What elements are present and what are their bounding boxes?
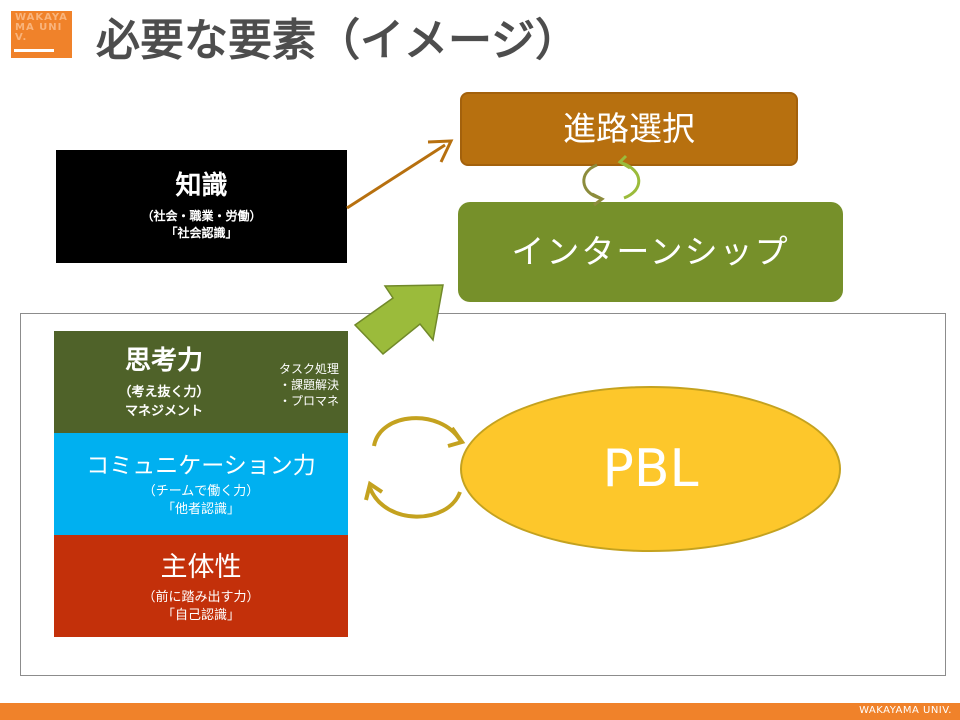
communication-pbl-cycle-icon xyxy=(364,416,466,519)
communication-subtitle: （チームで働く力） 「他者認識」 xyxy=(54,483,348,519)
footer-text: WAKAYAMA UNIV. xyxy=(859,705,952,716)
proactive-line1: （前に踏み出す力） xyxy=(142,590,260,605)
knowledge-line1: （社会・職業・労働） xyxy=(141,209,262,223)
thinking-side2: ・課題解決 xyxy=(279,378,340,392)
logo-text: WAKAYAMA UNIV. xyxy=(15,12,68,43)
page-title: 必要な要素（イメージ） xyxy=(96,15,580,66)
thinking-side-notes: タスク処理 ・課題解決 ・プロマネ xyxy=(279,361,349,409)
internship-box: インターンシップ xyxy=(458,202,843,302)
proactive-title: 主体性 xyxy=(160,552,242,583)
communication-title: コミュニケーション力 xyxy=(86,453,316,479)
proactive-subtitle: （前に踏み出す力） 「自己認識」 xyxy=(54,589,348,625)
pbl-ellipse: PBL xyxy=(460,386,841,552)
thinking-side3: ・プロマネ xyxy=(279,394,340,408)
knowledge-subtitle: （社会・職業・労働） 「社会認識」 xyxy=(56,208,347,242)
communication-box: コミュニケーション力 （チームで働く力） 「他者認識」 xyxy=(54,433,348,535)
communication-line2: 「他者認識」 xyxy=(161,502,240,517)
thinking-box: 思考力 （考え抜く力） マネジメント タスク処理 ・課題解決 ・プロマネ xyxy=(54,331,348,433)
university-logo: WAKAYAMA UNIV. xyxy=(11,11,72,58)
proactive-box: 主体性 （前に踏み出す力） 「自己認識」 xyxy=(54,535,348,637)
footer-bar: WAKAYAMA UNIV. xyxy=(0,703,960,720)
thinking-subtitle: （考え抜く力） マネジメント xyxy=(54,383,274,421)
foundation-frame xyxy=(20,313,946,676)
knowledge-title: 知識 xyxy=(175,171,228,201)
knowledge-box: 知識 （社会・職業・労働） 「社会認識」 xyxy=(56,150,347,263)
knowledge-to-career-arrow xyxy=(346,139,454,210)
thinking-side1: タスク処理 xyxy=(279,362,340,376)
big-up-arrow-icon xyxy=(353,284,444,356)
proactive-line2: 「自己認識」 xyxy=(161,608,240,623)
thinking-line1: （考え抜く力） xyxy=(118,385,210,400)
thinking-line2: マネジメント xyxy=(124,404,203,419)
thinking-title: 思考力 xyxy=(124,346,203,376)
career-internship-cycle-icon xyxy=(582,154,641,207)
logo-strip xyxy=(14,49,54,52)
knowledge-line2: 「社会認識」 xyxy=(165,226,238,240)
communication-line1: （チームで働く力） xyxy=(142,484,260,499)
